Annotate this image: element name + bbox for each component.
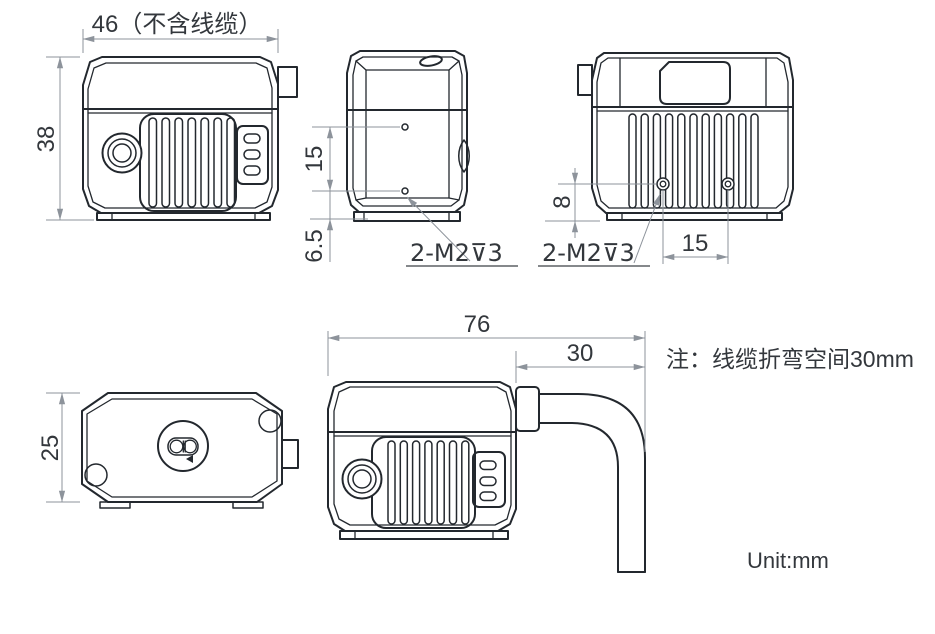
side-hole-offset-dimension: 6.5 xyxy=(301,191,368,263)
side-hole-offset-label: 6.5 xyxy=(301,229,328,262)
side-view xyxy=(346,50,470,222)
lens-icon xyxy=(101,132,143,174)
side-foot-ticks xyxy=(363,211,450,222)
front-height-dimension: 38 xyxy=(33,56,94,221)
side-hole-spacing-dimension: 15 xyxy=(301,126,400,192)
mounting-foot-ticks xyxy=(111,212,256,221)
side-thread-callout: 2-M2⊽3 xyxy=(406,196,518,267)
led-panel xyxy=(236,125,269,185)
cable-gland-top xyxy=(419,55,443,67)
top-depth-dimension: 25 xyxy=(37,392,80,503)
side-chamfer-edges xyxy=(355,60,460,201)
front-view xyxy=(82,56,298,221)
front-width-dimension: 46（不含线缆） xyxy=(82,11,279,53)
side-hole-spacing-label: 15 xyxy=(301,146,328,173)
cable-view-foot-ticks xyxy=(354,530,494,540)
rear-hole-offset-dimension: 8 xyxy=(545,168,656,238)
rear-body-inner-contour xyxy=(596,57,789,209)
overall-width-label: 76 xyxy=(464,311,491,338)
mounting-hole xyxy=(401,123,409,131)
rear-mounting-hole xyxy=(721,177,735,191)
heatsink-fins xyxy=(148,117,236,208)
cable-bend-dimension: 30 xyxy=(515,340,646,383)
top-body-outline xyxy=(81,392,283,503)
front-width-dim-label: 46（不含线缆） xyxy=(92,11,263,38)
top-view xyxy=(81,392,299,509)
rear-window xyxy=(659,61,731,105)
corner-screw-hole xyxy=(258,409,282,433)
rear-hole-spacing-dimension: 15 xyxy=(662,190,729,264)
cable-body-inner-contour xyxy=(333,386,512,526)
cable-view-led-panel xyxy=(472,451,506,508)
unit-label: Unit:mm xyxy=(747,548,829,573)
rear-heatsink-fins xyxy=(628,113,759,209)
cable-body-outline xyxy=(327,381,517,532)
cable-heatsink-fins xyxy=(387,440,470,525)
top-foot xyxy=(232,501,264,509)
side-body-inner-contour xyxy=(352,56,463,207)
top-depth-label: 25 xyxy=(37,435,64,462)
front-height-dim-label: 38 xyxy=(33,126,60,153)
top-body-inner-contour xyxy=(86,398,278,498)
connector-tab xyxy=(277,66,298,98)
rear-hole-offset-label: 8 xyxy=(549,195,576,208)
cable-view-foot xyxy=(339,530,509,540)
front-body-inner-contour xyxy=(87,62,273,209)
adjustment-dial xyxy=(157,420,209,472)
mounting-foot xyxy=(96,212,271,221)
rear-body-outline xyxy=(591,52,794,214)
side-thread-label: 2-M2⊽3 xyxy=(410,239,503,267)
cable xyxy=(538,393,646,573)
side-lens-bulge xyxy=(458,139,470,173)
rear-thread-label: 2-M2⊽3 xyxy=(542,239,635,267)
cable-view xyxy=(327,381,646,573)
side-mounting-foot xyxy=(353,211,461,222)
rear-cover-edges xyxy=(619,57,767,108)
rear-mounting-hole xyxy=(656,177,670,191)
dial-marker-triangle xyxy=(186,455,193,463)
cable-bend-label: 30 xyxy=(567,340,594,367)
rear-view xyxy=(577,52,794,221)
corner-screw-hole xyxy=(84,463,108,487)
cable-view-lens-icon xyxy=(341,458,383,500)
rear-thread-callout: 2-M2⊽3 xyxy=(538,193,661,267)
top-connector-tab xyxy=(281,439,299,469)
cable-boot xyxy=(515,386,540,432)
side-inner-face xyxy=(365,69,450,199)
rear-mounting-foot xyxy=(606,212,783,221)
rear-foot-ticks xyxy=(621,212,768,221)
rear-connector-tab xyxy=(577,64,593,96)
mounting-hole xyxy=(401,187,409,195)
rear-hole-spacing-label: 15 xyxy=(682,230,709,257)
note-text: 注：线缆折弯空间30mm xyxy=(666,346,914,372)
top-foot xyxy=(99,501,131,509)
overall-width-dimension: 76 xyxy=(327,311,646,452)
